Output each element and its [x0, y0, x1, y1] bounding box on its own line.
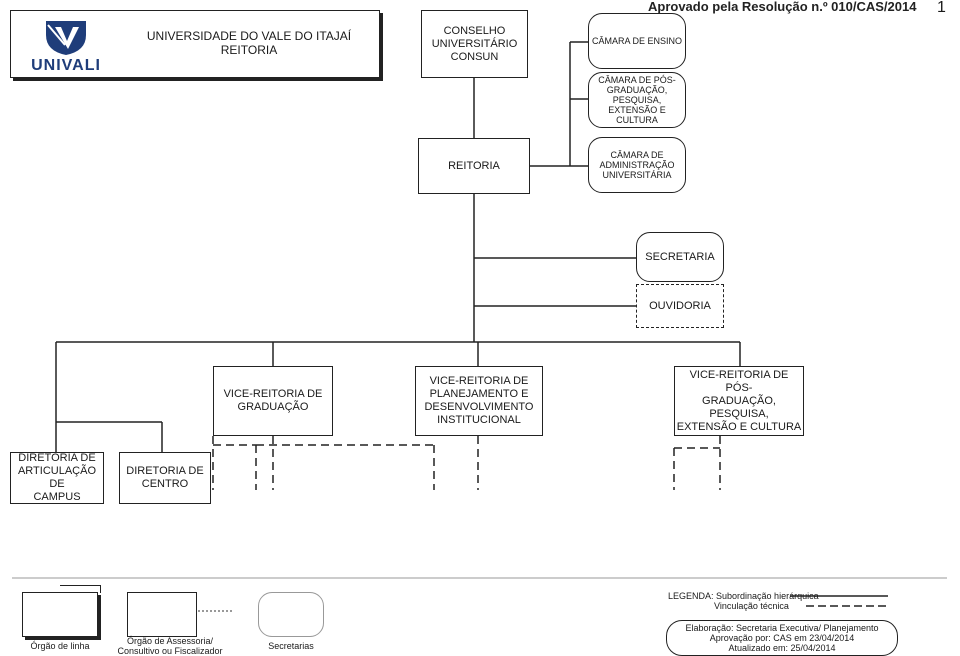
legend-sample-linha	[22, 592, 98, 637]
node-consun-label: CONSELHO UNIVERSITÁRIO CONSUN	[431, 24, 518, 63]
node-camara-adm-label: CÂMARA DE ADMINISTRAÇÃO UNIVERSITÁRIA	[599, 150, 675, 180]
node-camara-pos-label: CÂMARA DE PÓS- GRADUAÇÃO, PESQUISA, EXTE…	[598, 75, 676, 125]
node-consun: CONSELHO UNIVERSITÁRIO CONSUN	[421, 10, 528, 78]
page-number: 1	[937, 0, 946, 16]
node-secretaria: SECRETARIA	[636, 232, 724, 282]
node-vr-graduacao-label: VICE-REITORIA DE GRADUAÇÃO	[223, 388, 323, 413]
elaboration-box: Elaboração: Secretaria Executiva/ Planej…	[666, 620, 898, 656]
elaboration-line1: Elaboração: Secretaria Executiva/ Planej…	[685, 623, 879, 633]
node-dir-centro: DIRETORIA DE CENTRO	[119, 452, 211, 504]
legend-sample-secretarias	[258, 592, 324, 637]
node-ouvidoria: OUVIDORIA	[636, 284, 724, 328]
university-name: UNIVERSIDADE DO VALE DO ITAJAÍ	[146, 29, 352, 43]
node-vr-graduacao: VICE-REITORIA DE GRADUAÇÃO	[213, 366, 333, 436]
node-camara-pos: CÂMARA DE PÓS- GRADUAÇÃO, PESQUISA, EXTE…	[588, 72, 686, 128]
univali-logo-icon	[46, 21, 86, 55]
node-dir-centro-label: DIRETORIA DE CENTRO	[126, 465, 204, 490]
elaboration-line2: Aprovação por: CAS em 23/04/2014	[709, 633, 855, 643]
legend-vinculacao: Vinculação técnica	[714, 601, 789, 611]
node-reitoria: REITORIA	[418, 138, 530, 194]
logo-text: UNIVALI	[31, 57, 101, 74]
univali-logo: UNIVALI	[21, 17, 111, 75]
node-reitoria-label: REITORIA	[448, 159, 500, 172]
node-dir-articulacao-label: DIRETORIA DE ARTICULAÇÃO DE CAMPUS	[17, 452, 97, 503]
legend-secretarias-label: Secretarias	[268, 641, 314, 651]
legend-assessoria-label: Órgão de Assessoria/ Consultivo ou Fisca…	[117, 636, 223, 656]
node-ouvidoria-label: OUVIDORIA	[649, 299, 711, 312]
legend-linha-label: Órgão de linha	[30, 641, 90, 651]
node-secretaria-label: SECRETARIA	[645, 250, 715, 263]
legend-sample-linha-tab	[60, 585, 101, 593]
elaboration-line3: Atualizado em: 25/04/2014	[728, 643, 836, 653]
header-titles: UNIVERSIDADE DO VALE DO ITAJAÍ REITORIA	[129, 29, 369, 57]
legend-title: LEGENDA: Subordinação hierárquica	[668, 591, 819, 601]
node-camara-adm: CÂMARA DE ADMINISTRAÇÃO UNIVERSITÁRIA	[588, 137, 686, 193]
node-camara-ensino: CÂMARA DE ENSINO	[588, 13, 686, 69]
node-vr-planejamento: VICE-REITORIA DE PLANEJAMENTO E DESENVOL…	[415, 366, 543, 436]
node-vr-pos-label: VICE-REITORIA DE PÓS- GRADUAÇÃO, PESQUIS…	[676, 368, 802, 433]
node-camara-ensino-label: CÂMARA DE ENSINO	[591, 36, 683, 46]
node-vr-planejamento-label: VICE-REITORIA DE PLANEJAMENTO E DESENVOL…	[424, 375, 534, 426]
node-vr-pos: VICE-REITORIA DE PÓS- GRADUAÇÃO, PESQUIS…	[674, 366, 804, 436]
legend-sample-assessoria	[127, 592, 197, 637]
node-dir-articulacao: DIRETORIA DE ARTICULAÇÃO DE CAMPUS	[10, 452, 104, 504]
rectory-label: REITORIA	[220, 43, 278, 57]
header-box: UNIVALI UNIVERSIDADE DO VALE DO ITAJAÍ R…	[10, 10, 380, 78]
approval-note: Aprovado pela Resolução n.º 010/CAS/2014	[648, 0, 917, 14]
